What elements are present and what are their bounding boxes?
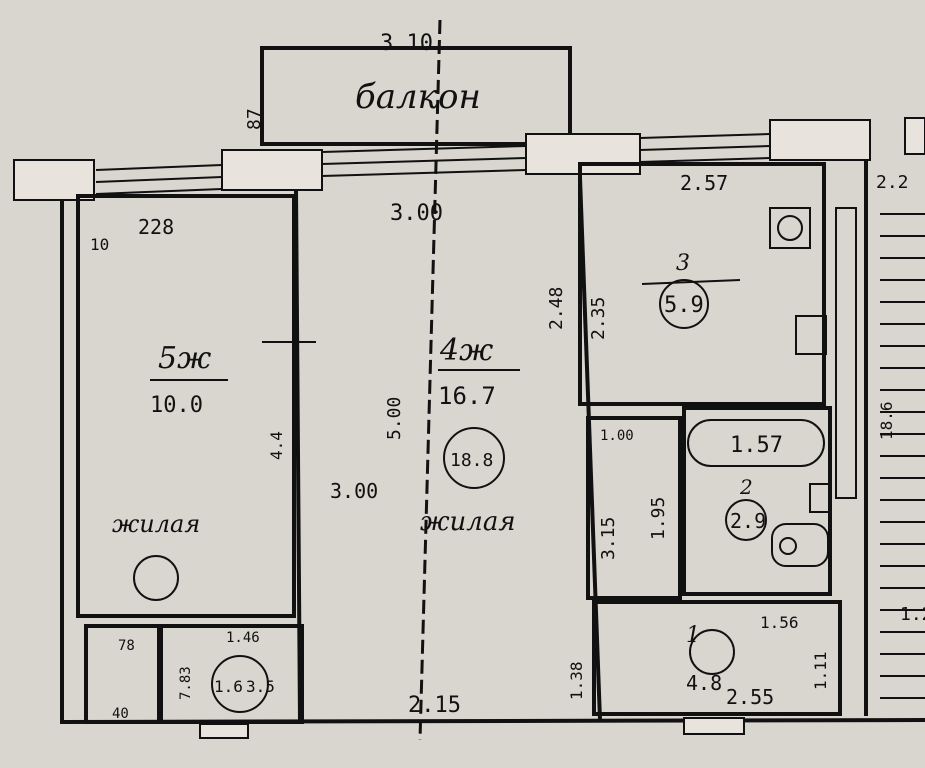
pantry-mark: 1.00: [600, 428, 634, 444]
room-1-depth: 1.38: [567, 661, 586, 700]
room-5-number: 5ж: [158, 341, 211, 376]
room-3-width: 2.57: [680, 171, 728, 195]
closet-area: 1.6: [214, 677, 243, 696]
corridor: 1.00 3.15 1.95: [586, 416, 682, 600]
room-4-right-dim: 2.48: [546, 287, 567, 330]
balcony: балкон 3.10 87: [244, 31, 572, 146]
staircase: 2.2 18.6 1.2: [864, 160, 925, 716]
room-5-type: жилая: [112, 510, 200, 538]
room-5-depth: 4.4: [267, 431, 286, 460]
room-4: 3.00 4ж 16.7 5.00 18.8 3.00 жилая 2.48 2…: [294, 177, 602, 721]
room-4-depth: 5.00: [384, 397, 405, 440]
room-3: 2.57 2.35 3 5.9: [578, 162, 857, 499]
room-5: 228 10 5ж 10.0 4.4 жилая: [76, 194, 316, 618]
hall-right-dim: 1.11: [811, 651, 830, 690]
room-2-depth: 1.95: [648, 497, 669, 540]
room-1: 1.38 1 4.8 2.55 1.56 1.11: [567, 600, 842, 716]
corridor-dim: 3.15: [598, 517, 619, 560]
room-4-area: 16.7: [438, 382, 496, 410]
room-4-circle-area: 18.8: [450, 450, 493, 471]
closet-mark-4: 1.46: [226, 630, 260, 646]
room-4-number: 4ж: [439, 333, 493, 368]
bathtub-icon: [687, 419, 825, 467]
closet-mark-2: 40: [112, 706, 129, 722]
room-3-number: 3: [676, 251, 690, 276]
room-2: 1.57 2 2.9: [682, 406, 832, 596]
bath-side-dim: 1.56: [760, 613, 799, 632]
stair-note: 18.6: [877, 401, 896, 440]
bottom-mid-dim: 2.15: [408, 693, 461, 718]
room-1-number: 1: [686, 623, 700, 648]
closet-mark-1: 78: [118, 638, 135, 654]
room-4-type: жилая: [420, 507, 516, 537]
room-4-inner-width: 3.00: [330, 479, 378, 503]
closet-area-2: 3.5: [246, 677, 275, 696]
top-wall: [13, 117, 925, 201]
balcony-depth: 87: [244, 108, 265, 130]
room-2-number: 2: [739, 475, 753, 499]
room-2-width: 1.57: [730, 433, 783, 458]
sink-icon: [795, 315, 827, 355]
room-5-area: 10.0: [150, 393, 203, 418]
outer-walls: [60, 200, 925, 725]
room-3-area: 5.9: [664, 293, 704, 318]
room-closet: 78 40 7.83 1.46 1.6 3.5: [84, 624, 304, 724]
balcony-width: 3.10: [380, 31, 433, 56]
room-1-area: 4.8: [686, 671, 722, 695]
stove-icon: [769, 207, 811, 249]
room-5-left-mark: 10: [90, 235, 109, 254]
toilet-icon: [771, 523, 829, 567]
room-2-area: 2.9: [730, 509, 766, 533]
room-3-depth: 2.35: [588, 297, 609, 340]
room-4-width: 3.00: [390, 201, 443, 226]
closet-mark-3: 7.83: [178, 666, 194, 700]
room-1-width: 2.55: [726, 685, 774, 709]
room-5-width: 228: [138, 215, 174, 239]
stair-side-dim: 1.2: [900, 604, 925, 625]
balcony-label: балкон: [355, 77, 481, 117]
stair-dim: 2.2: [876, 172, 909, 193]
